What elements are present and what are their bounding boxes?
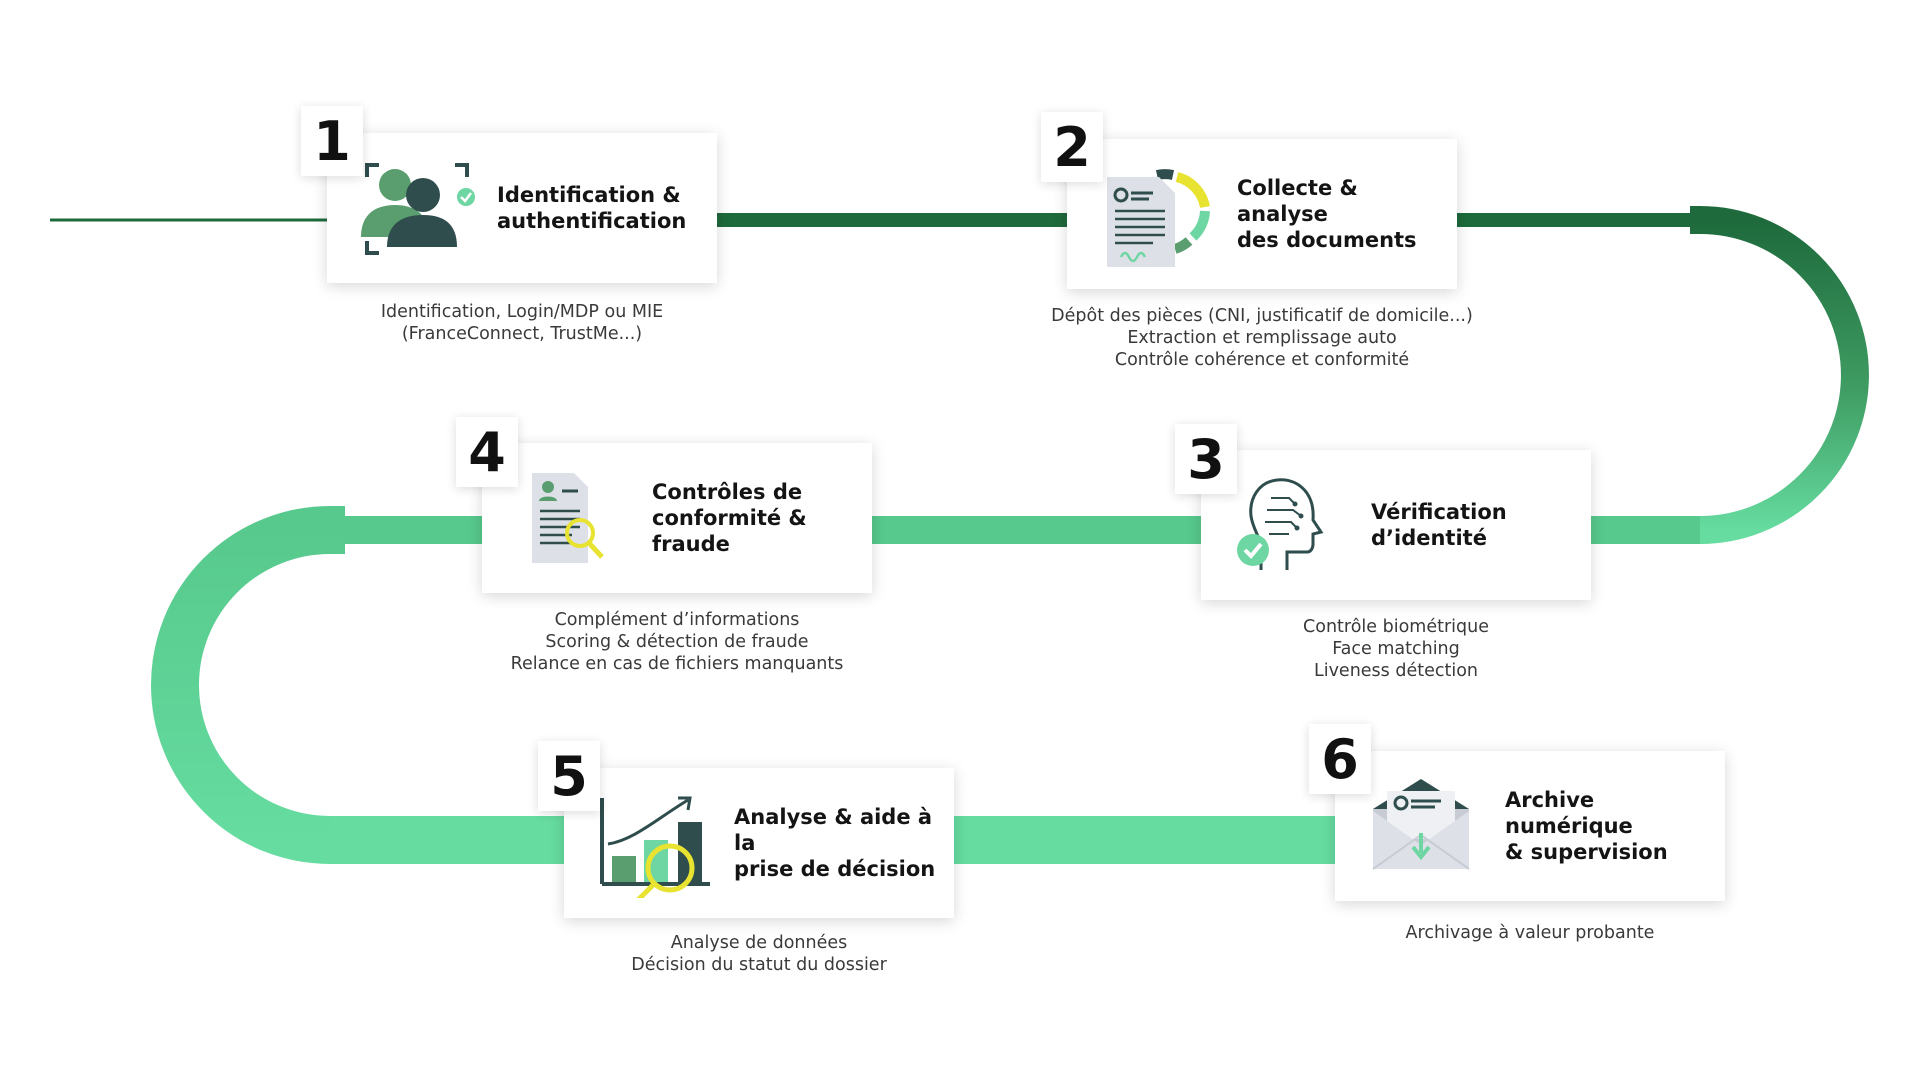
step-1-title: Identification & authentification (497, 183, 687, 233)
step-4-desc-line: Scoring & détection de fraude (545, 632, 809, 652)
step-6-title: Archive numérique & supervision (1505, 788, 1668, 864)
step-4-card: Contrôles de conformité & fraude (482, 443, 872, 593)
envelope-archive-icon (1372, 779, 1470, 870)
step-1-description: Identification, Login/MDP ou MIE (France… (262, 301, 782, 345)
document-search-icon (532, 473, 604, 563)
step-6-description: Archivage à valeur probante (1270, 922, 1790, 944)
step-5-number: 5 (538, 741, 600, 811)
step-3-description: Contrôle biométrique Face matching Liven… (1136, 616, 1656, 682)
path-curve-right (1690, 206, 1869, 544)
step-4-desc-line: Complément d’informations (554, 610, 800, 630)
step-2-title: Collecte & analyse des documents (1237, 176, 1417, 252)
path-curve-left (151, 506, 345, 864)
biometric-face-icon (1237, 478, 1324, 570)
step-3-title: Vérification d’identité (1371, 500, 1507, 550)
step-3-desc-line: Contrôle biométrique (1303, 617, 1489, 637)
step-6-desc-line: Archivage à valeur probante (1405, 923, 1655, 943)
step-3-card: Vérification d’identité (1201, 450, 1591, 600)
step-5-title: Analyse & aide à la prise de décision (734, 805, 936, 881)
step-5-description: Analyse de données Décision du statut du… (499, 932, 1019, 976)
step-1-card: Identification & authentification (327, 133, 717, 283)
step-4-description: Complément d’informations Scoring & déte… (417, 609, 937, 675)
chart-search-icon (600, 796, 710, 898)
step-1-desc-line: Identification, Login/MDP ou MIE (380, 302, 664, 322)
step-3-desc-line: Face matching (1332, 639, 1460, 659)
step-5-desc-line: Analyse de données (670, 933, 848, 953)
step-5-card: Analyse & aide à la prise de décision (564, 768, 954, 918)
step-2-description: Dépôt des pièces (CNI, justificatif de d… (1002, 305, 1522, 371)
step-3-desc-line: Liveness détection (1313, 661, 1479, 681)
step-6-card: Archive numérique & supervision (1335, 751, 1725, 901)
step-5-desc-line: Décision du statut du dossier (631, 955, 887, 975)
document-analysis-icon (1107, 169, 1210, 267)
step-2-card: Collecte & analyse des documents (1067, 139, 1457, 289)
step-4-desc-line: Relance en cas de fichiers manquants (510, 654, 844, 674)
users-icon (361, 163, 475, 255)
step-4-number: 4 (456, 417, 518, 487)
step-1-desc-line: (FranceConnect, TrustMe...) (401, 324, 643, 344)
step-2-desc-line: Dépôt des pièces (CNI, justificatif de d… (1051, 306, 1473, 326)
step-6-number: 6 (1309, 724, 1371, 794)
step-2-number: 2 (1041, 112, 1103, 182)
step-2-desc-line: Contrôle cohérence et conformité (1114, 350, 1410, 370)
step-4-title: Contrôles de conformité & fraude (652, 480, 807, 556)
step-1-number: 1 (301, 106, 363, 176)
step-3-number: 3 (1175, 424, 1237, 494)
step-2-desc-line: Extraction et remplissage auto (1127, 328, 1397, 348)
